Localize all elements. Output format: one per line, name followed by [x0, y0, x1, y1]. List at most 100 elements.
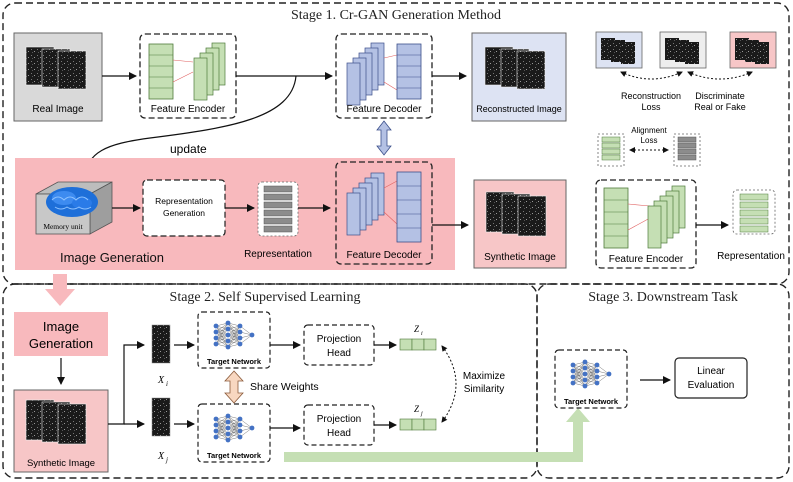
decoder-layers-top [346, 42, 385, 106]
representation-generation-label-2: Generation [163, 208, 205, 218]
projection-head-bottom-label-1: Projection [317, 414, 361, 425]
network-node [594, 362, 600, 368]
stage1-frame [2, 2, 790, 285]
xj-label: X [157, 451, 165, 462]
linear-evaluation-label-2: Evaluation [688, 380, 735, 391]
target-network-stage3-label: Target Network [564, 397, 619, 406]
xj-patch: X j [151, 397, 171, 464]
alignment-loss-label-2: Loss [641, 136, 658, 145]
network-node [237, 329, 243, 335]
network-node [570, 362, 576, 368]
xi-label: X [157, 375, 165, 386]
linear-evaluation-box: Linear Evaluation [674, 357, 748, 399]
network-node [213, 323, 219, 329]
network-node [594, 374, 600, 380]
image-generation-label: Image Generation [60, 250, 164, 265]
zi-sub: i [421, 331, 423, 337]
pink-down-arrow [45, 274, 75, 306]
xj-sub: j [165, 456, 168, 464]
zi-label: Z [414, 324, 420, 334]
stage3-title: Stage 3. Downstream Task [588, 290, 738, 305]
synthetic-image-stage2-label: Synthetic Image [27, 458, 95, 469]
network-node [237, 323, 243, 329]
maximize-similarity-arrow [441, 345, 457, 423]
real-image-mri-stack [25, 46, 87, 90]
feature-decoder-bottom-label: Feature Decoder [346, 250, 422, 261]
feature-decoder-top-label: Feature Decoder [346, 104, 422, 115]
network-node [225, 326, 231, 332]
network-node [225, 332, 231, 338]
network-node [213, 335, 219, 341]
target-network-top: Target Network [197, 311, 271, 369]
network-node [582, 383, 588, 389]
encoder-layers [193, 42, 226, 101]
network-node [237, 335, 243, 341]
network-node [213, 329, 219, 335]
feature-encoder-right-label: Feature Encoder [609, 254, 684, 265]
share-weights-label: Share Weights [250, 381, 319, 393]
network-node [582, 359, 588, 365]
network-node [582, 371, 588, 377]
synthetic-image-label: Synthetic Image [484, 252, 556, 263]
real-image-box: Real Image [13, 32, 103, 122]
loss-image-pink [729, 31, 777, 69]
arrow-to-xi [108, 341, 145, 425]
projection-head-top-label-2: Head [327, 348, 351, 359]
reconstruction-loss-arrow [620, 71, 683, 80]
xi-patch: X i [151, 324, 171, 388]
image-generation-stage2-label-2: Generation [29, 336, 93, 351]
network-node [570, 368, 576, 374]
projection-head-top-label-1: Projection [317, 334, 361, 345]
stage2-frame [2, 283, 538, 479]
image-generation-box-stage2: Image Generation [14, 312, 108, 356]
discriminate-arrow [687, 71, 753, 80]
synthetic-image-box: Synthetic Image [473, 179, 567, 269]
real-image-label: Real Image [32, 104, 84, 115]
network-node [237, 428, 243, 434]
network-node [213, 416, 219, 422]
maximize-similarity-label-1: Maximize [463, 371, 506, 382]
target-network-stage3: Target Network [554, 349, 628, 409]
xi-sub: i [166, 380, 168, 388]
network-node [213, 428, 219, 434]
network-node [249, 332, 255, 338]
reconstructed-image-label: Reconstructed Image [476, 104, 562, 114]
zi-vector: Z i [399, 324, 437, 351]
representation-vector [257, 181, 299, 237]
neural-network-icon [570, 359, 612, 389]
transfer-arrow-green [284, 408, 590, 462]
neural-network-icon [213, 413, 255, 443]
update-arrow [81, 75, 297, 179]
update-label: update [170, 142, 207, 156]
alignment-green-vector [597, 133, 625, 167]
synthetic-image-box-stage2: Synthetic Image [13, 389, 109, 473]
projection-head-bottom-label-2: Head [327, 428, 351, 439]
feature-encoder-right: Feature Encoder [595, 179, 697, 269]
stage3-frame [536, 283, 790, 479]
network-node [606, 371, 612, 377]
neural-network-icon [213, 320, 255, 350]
network-node [213, 434, 219, 440]
target-network-bottom: Target Network [197, 403, 271, 463]
reconstruction-loss-label-1: Reconstruction [621, 91, 681, 101]
brain-icon [46, 187, 98, 217]
feature-encoder-top-label: Feature Encoder [151, 104, 226, 115]
network-node [225, 425, 231, 431]
feature-decoder-top: Feature Decoder [335, 33, 433, 119]
reconstructed-image-box: Reconstructed Image [471, 32, 567, 122]
target-network-top-label: Target Network [207, 357, 262, 366]
network-node [570, 374, 576, 380]
representation-vector-right [732, 189, 776, 235]
loss-image-blue [595, 31, 643, 69]
loss-image-gray [659, 31, 707, 69]
network-node [594, 380, 600, 386]
alignment-gray-vector [673, 133, 701, 167]
network-node [237, 341, 243, 347]
projection-head-bottom: Projection Head [303, 404, 375, 446]
representation-label: Representation [244, 249, 312, 260]
memory-unit-label: Memory unit [43, 222, 83, 231]
linear-evaluation-label-1: Linear [697, 366, 725, 377]
network-node [225, 431, 231, 437]
network-node [213, 341, 219, 347]
